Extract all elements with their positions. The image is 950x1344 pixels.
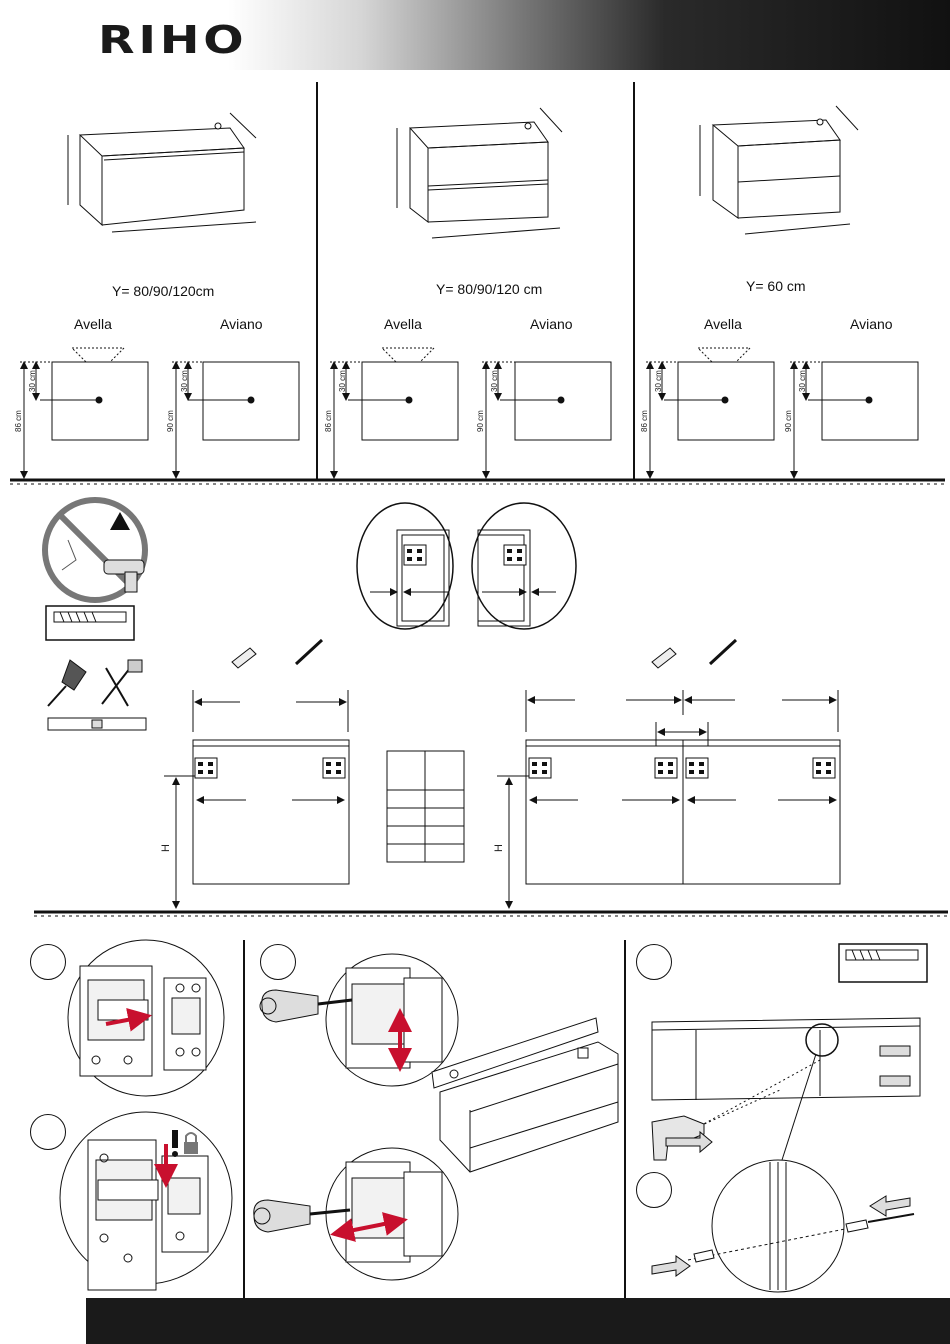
- warning-drill-icon: [45, 500, 145, 600]
- model-label-aviano-3: Aviano: [850, 316, 893, 332]
- padlock-icon: [184, 1133, 198, 1154]
- height-30-3b: 30 cm: [798, 370, 807, 392]
- screwdriver-icon: [48, 660, 86, 706]
- model-label-avella-3: Avella: [704, 316, 742, 332]
- height-30-2b: 30 cm: [490, 370, 499, 392]
- drill-bit-icon: [46, 606, 134, 640]
- cabinet-two-drawers: [397, 108, 562, 238]
- width-label-2: Y= 80/90/120 cm: [436, 281, 542, 297]
- height-90-1: 90 cm: [166, 410, 175, 432]
- height-table: [387, 751, 464, 862]
- width-label-1: Y= 80/90/120cm: [112, 283, 214, 299]
- mounting-double: [497, 690, 840, 908]
- step-2-marker: [30, 1114, 66, 1150]
- drill-icon: [652, 1116, 712, 1160]
- height-90-3: 90 cm: [784, 410, 793, 432]
- model-label-avella-1: Avella: [74, 316, 112, 332]
- height-30-1b: 30 cm: [180, 370, 189, 392]
- zoom-detail-left: [357, 503, 453, 629]
- cabinet-60cm: [700, 106, 858, 234]
- zoom-detail-right: [472, 503, 576, 629]
- cabinet-single-drawer: [68, 113, 256, 232]
- width-label-3: Y= 60 cm: [746, 278, 806, 294]
- step3-level-check: [432, 1018, 618, 1172]
- height-86-1: 86 cm: [14, 410, 23, 432]
- step5-anchor-detail: [652, 1160, 914, 1292]
- step-4-marker: [636, 944, 672, 980]
- height-30-2a: 30 cm: [338, 370, 347, 392]
- step-5-marker: [636, 1172, 672, 1208]
- height-30-3a: 30 cm: [654, 370, 663, 392]
- height-h-right: H: [493, 844, 505, 852]
- step3-depth-adjust: [254, 1148, 458, 1280]
- step-3-marker: [260, 944, 296, 980]
- model-label-aviano-2: Aviano: [530, 316, 573, 332]
- step-1-marker: [30, 944, 66, 980]
- height-h-left: H: [160, 844, 172, 852]
- footer-bar: [86, 1298, 950, 1344]
- height-86-2: 86 cm: [324, 410, 333, 432]
- wrench-icon: [102, 660, 142, 706]
- wall-plug-icon: [232, 648, 676, 668]
- height-86-3: 86 cm: [640, 410, 649, 432]
- drill-bit-icon: [839, 944, 927, 982]
- step2-bracket-lock: [60, 1112, 232, 1290]
- model-label-aviano-1: Aviano: [220, 316, 263, 332]
- step1-bracket-slide: [68, 940, 224, 1096]
- model-label-avella-2: Avella: [384, 316, 422, 332]
- height-30-1a: 30 cm: [28, 370, 37, 392]
- height-90-2: 90 cm: [476, 410, 485, 432]
- mounting-single: [164, 690, 349, 908]
- spirit-level-icon: [48, 718, 146, 730]
